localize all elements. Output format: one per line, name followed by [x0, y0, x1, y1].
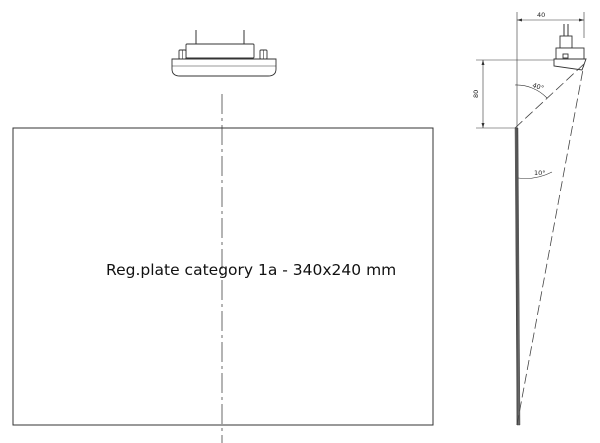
- registration-plate: [12, 127, 434, 426]
- angle-lower: 10°: [534, 169, 546, 177]
- side-view: 40 80 40° 10°: [472, 11, 587, 426]
- plate-label: Reg.plate category 1a - 340x240 mm: [106, 261, 396, 279]
- bracket-front-view: [171, 30, 277, 77]
- angle-upper: 40°: [531, 81, 544, 92]
- dimension-height: 80: [472, 90, 480, 98]
- dimension-width: 40: [537, 11, 545, 19]
- plate-side-profile: [514, 127, 521, 426]
